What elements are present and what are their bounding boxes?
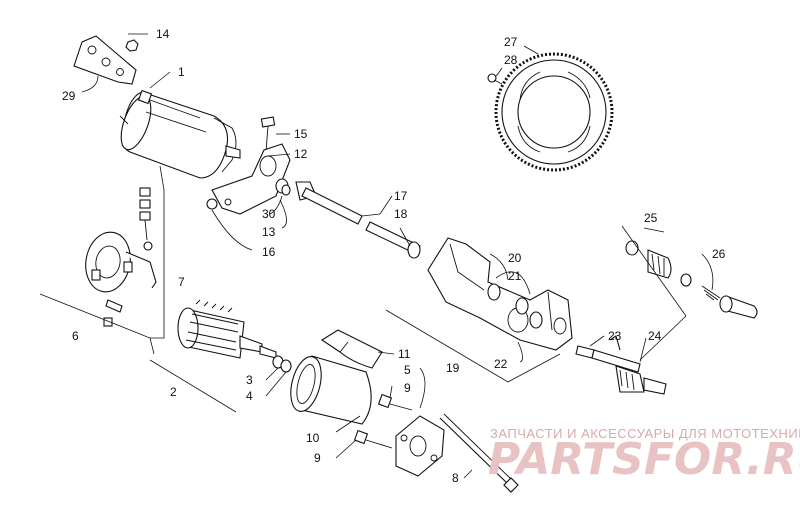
- callout-16: 16: [262, 245, 276, 259]
- callout-1: 1: [178, 65, 185, 79]
- part-29-bracket: [73, 35, 137, 85]
- callout-labels: 14 1 29 15 12 30 13 16 17 18 7 6 2 3 4 1…: [62, 27, 726, 485]
- watermark: ЗАПЧАСТИ И АКСЕССУАРЫ ДЛЯ МОТОТЕХНИКИ PA…: [488, 426, 800, 485]
- part-20-21-22-washers: [487, 283, 543, 329]
- callout-6: 6: [72, 329, 79, 343]
- callout-22: 22: [494, 357, 508, 371]
- watermark-logo: PARTSFOR.RU: [488, 434, 800, 485]
- part-6-small-parts: [103, 299, 123, 327]
- callout-25: 25: [644, 211, 658, 225]
- part-1-starter-motor: [119, 89, 241, 179]
- part-14-nut: [125, 39, 139, 52]
- part-15-bolt: [260, 116, 276, 153]
- callout-3: 3: [246, 373, 253, 387]
- callout-24: 24: [648, 329, 662, 343]
- part-16-nut: [206, 198, 218, 210]
- part-9-screw-lower: [353, 429, 393, 449]
- part-2-armature: [177, 299, 277, 359]
- callout-17: 17: [394, 189, 408, 203]
- part-6-brush-plate: [85, 231, 157, 293]
- callout-11: 11: [398, 347, 411, 361]
- callout-30: 30: [262, 207, 276, 221]
- part-28-screw: [487, 73, 503, 85]
- part-17-shaft: [295, 181, 421, 259]
- callout-29: 29: [62, 89, 76, 103]
- part-27-ring-gear: [494, 52, 614, 172]
- callout-13: 13: [262, 225, 276, 239]
- part-11-insulator: [320, 329, 383, 369]
- callout-10: 10: [306, 431, 320, 445]
- callout-21: 21: [508, 269, 522, 283]
- part-5-end-cover: [395, 415, 445, 477]
- part-9-screw-upper: [377, 393, 413, 411]
- part-7-terminal: [139, 187, 153, 251]
- part-3-4-washers: [272, 355, 292, 373]
- part-10-yoke: [290, 355, 372, 425]
- callout-2: 2: [170, 385, 177, 399]
- callout-9-upper: 9: [404, 381, 411, 395]
- callout-8: 8: [452, 471, 459, 485]
- callout-9-lower: 9: [314, 451, 321, 465]
- part-30-13-washers: [275, 178, 291, 196]
- part-25-bendix: [625, 240, 692, 287]
- leader-lines: [39, 33, 714, 479]
- callout-18: 18: [394, 207, 408, 221]
- callout-27: 27: [504, 35, 518, 49]
- callout-26: 26: [712, 247, 726, 261]
- callout-19: 19: [446, 361, 460, 375]
- part-23-24-drive-shaft: [575, 335, 667, 395]
- callout-28: 28: [504, 53, 518, 67]
- callout-23: 23: [608, 329, 622, 343]
- callout-12: 12: [294, 147, 308, 161]
- callout-4: 4: [246, 389, 253, 403]
- watermark-tagline: ЗАПЧАСТИ И АКСЕССУАРЫ ДЛЯ МОТОТЕХНИКИ: [490, 426, 800, 441]
- callout-20: 20: [508, 251, 522, 265]
- callout-5: 5: [404, 363, 411, 377]
- callout-7: 7: [178, 275, 185, 289]
- callout-14: 14: [156, 27, 170, 41]
- callout-15: 15: [294, 127, 308, 141]
- part-26-spring-cover: [701, 285, 758, 319]
- part-8-through-bolt: [439, 413, 519, 493]
